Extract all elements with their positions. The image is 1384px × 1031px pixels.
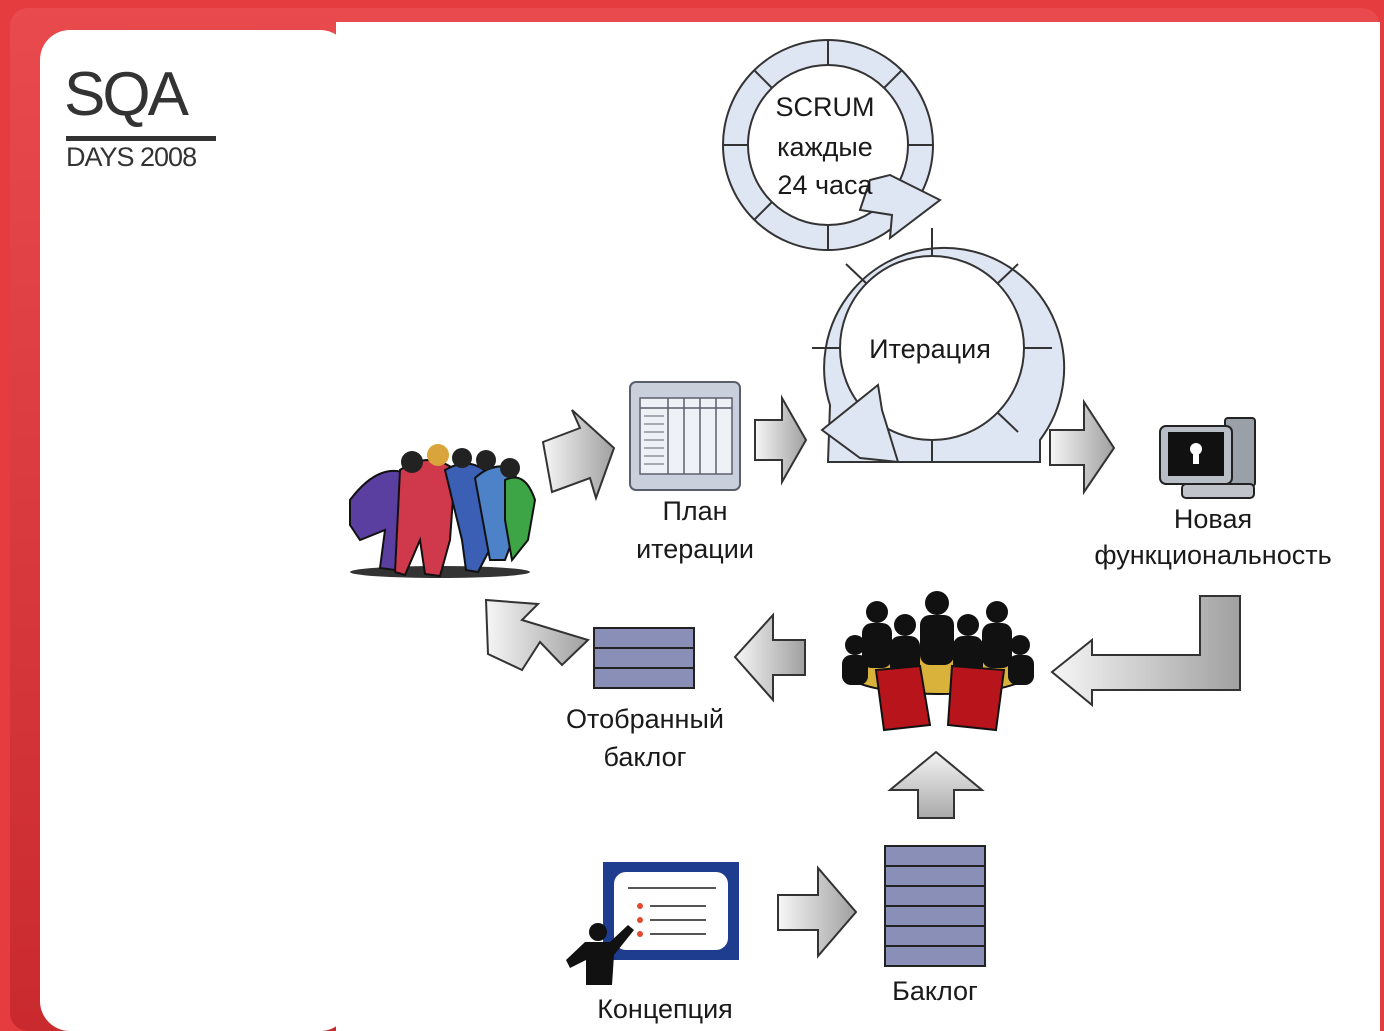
scrum-label-line3: 24 часа [777,170,873,200]
iteration-cycle-arrowhead [820,383,900,464]
arrow-iteration-to-feature [1049,398,1116,496]
logo-days-2008: DAYS 2008 [66,142,197,172]
concept-label: Концепция [597,994,733,1024]
scrum-cycle-arrowhead [858,173,942,241]
iteration-cycle [812,228,1066,464]
arrow-backlog-to-meeting [887,750,985,819]
meeting-table-icon [842,591,1034,732]
new-feature-label-line2: функциональность [1094,540,1332,570]
team-huddle-icon [349,444,537,578]
arrow-concept-to-backlog [777,865,858,959]
plan-spreadsheet-icon [629,381,741,491]
selected-backlog-stack [593,627,695,689]
selected-backlog-label-line1: Отобранный [566,704,724,734]
scrum-cycle [722,39,942,251]
new-feature-label-line1: Новая [1173,504,1253,534]
backlog-stack [884,845,986,967]
flow-arrows [484,394,1241,959]
logo-rule [66,136,216,141]
scrum-label-line1: SCRUM [775,92,875,122]
arrow-feature-to-meeting [1050,595,1241,708]
plan-label-line1: План [662,496,728,526]
arrow-selected-to-team [484,598,590,672]
logo-sqa: SQA [64,60,189,129]
arrow-plan-to-iteration [754,394,808,486]
scrum-label-line2: каждые [777,132,873,162]
iteration-label: Итерация [869,334,991,364]
plan-label-line2: итерации [636,534,754,564]
computer-icon [1159,417,1256,499]
arrow-meeting-to-selected [733,612,806,703]
backlog-label: Баклог [892,976,978,1006]
arrow-team-to-plan [541,409,616,502]
selected-backlog-label-line2: баклог [603,742,687,772]
concept-presentation-icon [566,862,739,985]
